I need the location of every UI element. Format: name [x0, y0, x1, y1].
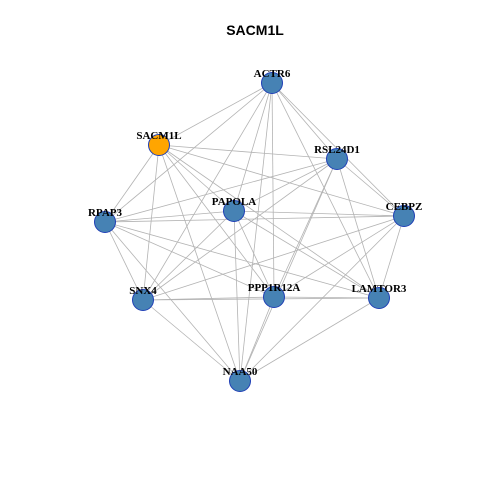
node-lamtor3[interactable]: LAMTOR3	[352, 283, 407, 309]
edge-sacm1l-rpap3	[104, 144, 160, 223]
edge-actr6-papola	[233, 82, 273, 212]
node-snx4[interactable]: SNX4	[129, 285, 157, 311]
edge-rpap3-naa50	[104, 221, 241, 382]
edge-actr6-naa50	[239, 82, 273, 382]
node-sacm1l[interactable]: SACM1L	[136, 130, 182, 156]
edge-rpap3-snx4	[104, 221, 144, 301]
node-label-papola: PAPOLA	[212, 196, 256, 208]
edge-rsl24d1-cebpz	[336, 158, 405, 217]
edge-rsl24d1-lamtor3	[336, 158, 380, 299]
edge-rsl24d1-rpap3	[104, 158, 338, 223]
edge-rsl24d1-naa50	[239, 158, 338, 382]
node-rpap3[interactable]: RPAP3	[88, 207, 123, 233]
node-rsl24d1[interactable]: RSL24D1	[314, 144, 360, 170]
node-circle-papola[interactable]	[223, 200, 245, 222]
edge-snx4-lamtor3	[142, 297, 380, 301]
edge-papola-lamtor3	[233, 210, 380, 299]
edge-actr6-rpap3	[104, 82, 273, 223]
node-cebpz[interactable]: CEBPZ	[386, 201, 423, 227]
edge-snx4-naa50	[142, 299, 241, 382]
node-circle-lamtor3[interactable]	[368, 287, 390, 309]
edge-cebpz-snx4	[142, 215, 405, 301]
node-papola[interactable]: PAPOLA	[212, 196, 256, 222]
node-label-rpap3: RPAP3	[88, 207, 123, 219]
edge-lamtor3-naa50	[239, 297, 380, 382]
edge-rpap3-cebpz	[104, 215, 405, 223]
edge-sacm1l-naa50	[158, 144, 241, 382]
edge-rsl24d1-ppp1r12a	[273, 158, 338, 298]
node-label-cebpz: CEBPZ	[386, 201, 423, 213]
edge-sacm1l-snx4	[142, 144, 160, 301]
edge-ppp1r12a-lamtor3	[273, 296, 380, 299]
edge-rsl24d1-snx4	[142, 158, 338, 301]
node-circle-naa50[interactable]	[229, 370, 251, 392]
node-circle-ppp1r12a[interactable]	[263, 286, 285, 308]
edge-rsl24d1-papola	[233, 158, 338, 212]
node-ppp1r12a[interactable]: PPP1R12A	[248, 282, 301, 308]
node-label-rsl24d1: RSL24D1	[314, 144, 360, 156]
node-actr6[interactable]: ACTR6	[254, 68, 291, 94]
edge-papola-rpap3	[104, 210, 235, 223]
node-label-snx4: SNX4	[129, 285, 157, 297]
node-circle-rpap3[interactable]	[94, 211, 116, 233]
edge-papola-ppp1r12a	[233, 210, 275, 298]
edge-actr6-ppp1r12a	[271, 82, 275, 298]
node-label-lamtor3: LAMTOR3	[352, 283, 407, 295]
edge-sacm1l-ppp1r12a	[158, 144, 275, 298]
edge-rpap3-lamtor3	[104, 221, 380, 299]
node-circle-rsl24d1[interactable]	[326, 148, 348, 170]
node-label-sacm1l: SACM1L	[136, 130, 181, 142]
edge-cebpz-lamtor3	[378, 215, 405, 299]
diagram-title: SACM1L	[226, 22, 284, 38]
edge-sacm1l-cebpz	[158, 144, 405, 217]
node-label-naa50: NAA50	[223, 366, 258, 378]
edge-sacm1l-lamtor3	[158, 144, 380, 299]
edge-papola-naa50	[233, 210, 241, 382]
edge-actr6-snx4	[142, 82, 273, 301]
edge-cebpz-ppp1r12a	[273, 215, 405, 298]
edge-sacm1l-rsl24d1	[158, 144, 338, 160]
node-naa50[interactable]: NAA50	[223, 366, 258, 392]
node-circle-snx4[interactable]	[132, 289, 154, 311]
edge-sacm1l-papola	[158, 144, 235, 212]
edge-layer	[104, 82, 405, 382]
edge-actr6-sacm1l	[158, 82, 273, 146]
node-label-actr6: ACTR6	[254, 68, 291, 80]
node-label-ppp1r12a: PPP1R12A	[248, 282, 301, 294]
node-circle-actr6[interactable]	[261, 72, 283, 94]
edge-papola-cebpz	[233, 210, 405, 217]
edge-rpap3-ppp1r12a	[104, 221, 275, 298]
edge-actr6-rsl24d1	[271, 82, 338, 160]
node-circle-sacm1l[interactable]	[148, 134, 170, 156]
edge-ppp1r12a-naa50	[239, 296, 275, 382]
edge-actr6-lamtor3	[271, 82, 380, 299]
node-circle-cebpz[interactable]	[393, 205, 415, 227]
